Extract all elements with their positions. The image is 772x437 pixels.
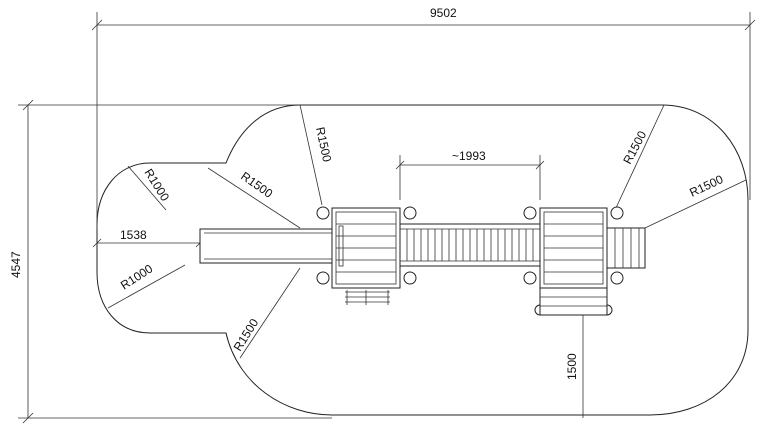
- width-dimension: 9502: [91, 6, 756, 230]
- radius-label: R1000: [118, 261, 156, 292]
- bridge: [399, 223, 541, 267]
- height-dimension: 4547: [9, 99, 332, 424]
- radius-label: R1500: [620, 128, 649, 166]
- radius-label: R1500: [687, 172, 725, 200]
- radius-label: R1000: [141, 166, 172, 204]
- right-tower: [539, 207, 608, 289]
- bridge-label: ~1993: [452, 149, 486, 163]
- width-label: 9502: [430, 6, 457, 20]
- left-offset-dimension: 1538: [92, 228, 205, 248]
- radius-label: R1500: [238, 169, 275, 201]
- left-offset-label: 1538: [120, 228, 147, 242]
- clearance-dimension: 1500: [565, 305, 588, 418]
- height-label: 4547: [9, 251, 23, 278]
- play-structure: [199, 206, 646, 316]
- radius-label: R1500: [313, 126, 334, 164]
- steps: [345, 290, 390, 305]
- slide: [199, 228, 333, 264]
- ladder: [606, 227, 646, 269]
- posts: [316, 206, 624, 285]
- left-tower: [331, 207, 401, 289]
- safety-zone-outline: [96, 104, 749, 416]
- radius-label: R1500: [231, 316, 262, 354]
- bridge-dimension: ~1993: [395, 149, 545, 200]
- clearance-label: 1500: [565, 353, 579, 380]
- lower-deck: [534, 287, 613, 316]
